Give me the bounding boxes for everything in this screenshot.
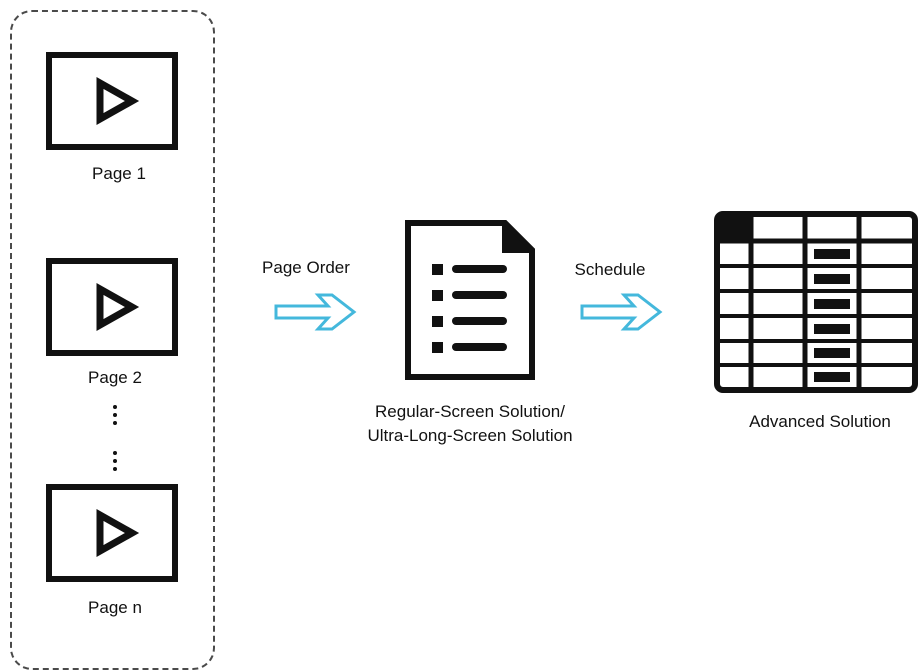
ellipsis-bottom (112, 451, 118, 475)
ellipsis-top (112, 405, 118, 429)
document-label-line2: Ultra-Long-Screen Solution (367, 426, 573, 445)
schedule-arrow-icon (580, 293, 663, 331)
page-order-label: Page Order (262, 258, 350, 277)
schedule-label: Schedule (574, 260, 646, 279)
document-list-icon (405, 220, 535, 380)
schedule-table-icon (714, 211, 918, 393)
document-label-line1: Regular-Screen Solution/ (375, 402, 565, 421)
page-order-arrow-icon (274, 293, 357, 331)
page-n-label: Page n (88, 598, 142, 617)
advanced-solution-label: Advanced Solution (749, 412, 891, 431)
page-1-play-icon (46, 52, 178, 150)
page-2-play-icon (46, 258, 178, 356)
page-1-label: Page 1 (92, 164, 146, 183)
page-2-label: Page 2 (88, 368, 142, 387)
page-n-play-icon (46, 484, 178, 582)
